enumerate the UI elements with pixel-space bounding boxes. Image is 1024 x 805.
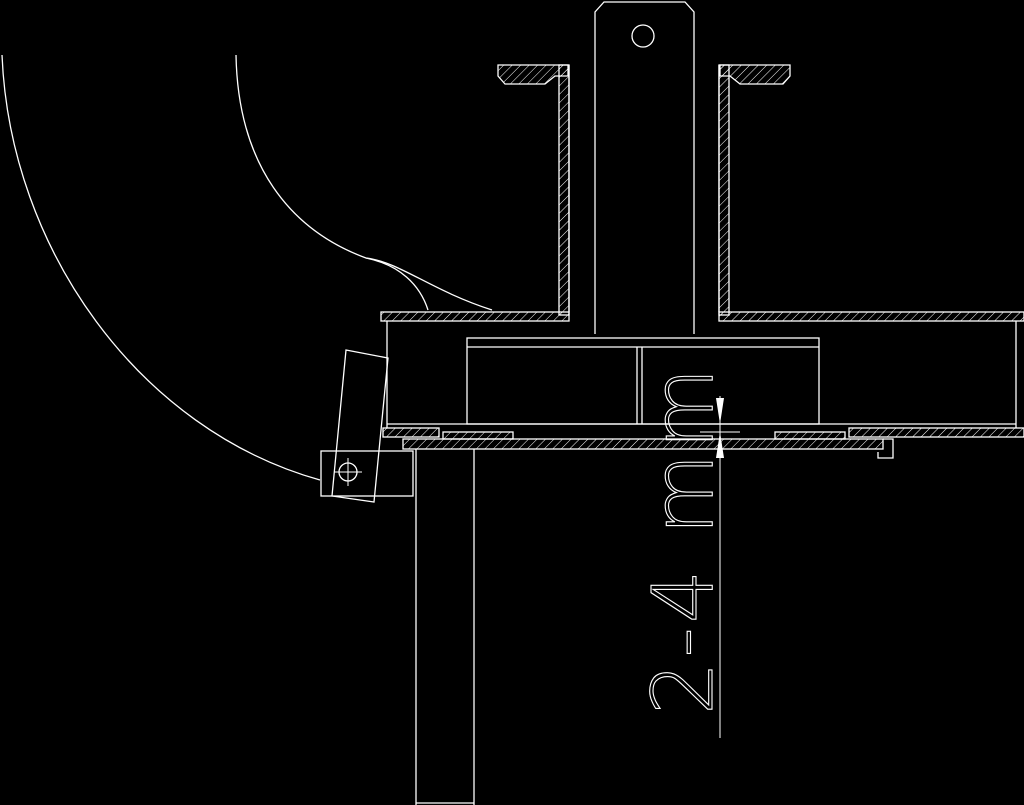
dimension-arrow-bottom (716, 432, 724, 458)
curved-chute (1, 54, 493, 481)
gate-plate (402, 438, 884, 450)
lug-outline (594, 1, 695, 334)
housing-plate (380, 311, 1024, 322)
slide-plates (382, 427, 1024, 459)
damper-block (331, 349, 389, 503)
rotor-outline (466, 337, 820, 425)
plate-d (848, 427, 1024, 438)
plate-left (380, 311, 570, 322)
lifting-lug (594, 1, 695, 334)
dimension-label: 2-4 mm (634, 363, 732, 715)
rotor-block (466, 337, 820, 425)
gap-dimension: 2-4 mm (633, 363, 740, 738)
flange-right (719, 64, 791, 85)
plate-right (718, 311, 1024, 322)
right-wall (718, 64, 730, 316)
damper-assembly (320, 349, 414, 503)
pivot-bracket (320, 450, 414, 497)
plate-b (442, 431, 514, 440)
support-leg (415, 449, 475, 805)
chute-inner-curve (235, 54, 493, 311)
dimension-arrow-top (716, 398, 724, 424)
gate-hook (877, 438, 894, 459)
chute-outer-curve (1, 54, 321, 481)
flange-left (497, 64, 569, 85)
lug-hole (631, 24, 655, 48)
left-wall (558, 64, 570, 316)
chute-lip (365, 257, 429, 311)
plate-c (774, 431, 846, 440)
plate-a (382, 427, 440, 438)
top-flange (497, 64, 791, 316)
